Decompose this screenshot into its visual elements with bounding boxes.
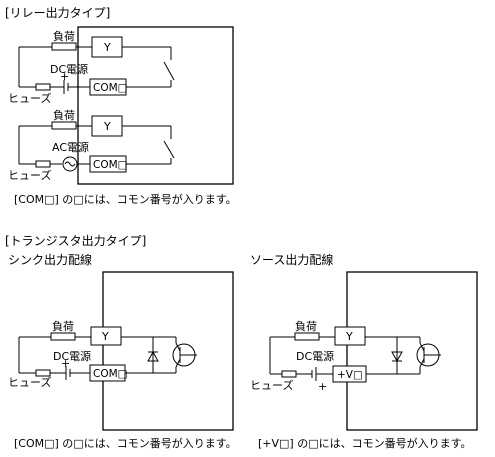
- sink-dc-plus: +: [61, 357, 70, 370]
- relay-terminal-com2-label: COM□: [93, 159, 128, 171]
- sink-fuse-label: ヒューズ: [8, 375, 51, 389]
- relay-terminal-com1-label: COM□: [93, 82, 128, 94]
- relay-terminal-y1-label: Y: [103, 41, 111, 54]
- sink-section: シンク出力配線 Y COM□ 負荷 + DC電源 ヒューズ [COM□] の: [8, 252, 237, 450]
- relay-fuse1-label: ヒューズ: [8, 91, 51, 105]
- relay-dc-source-label: DC電源: [50, 62, 88, 76]
- relay-fuse2-label: ヒューズ: [8, 168, 51, 182]
- relay-plc-body: [77, 26, 234, 185]
- relay-fuse2-symbol: [35, 160, 51, 168]
- relay-dc-plus: +: [60, 70, 69, 83]
- relay-circuit-upper: Y COM□ 負荷 + DC電源 ヒューズ: [8, 30, 175, 105]
- sink-terminal-y: [90, 326, 122, 346]
- relay-contact2: [163, 140, 175, 159]
- transistor-heading: [トランジスタ出力タイプ]: [5, 234, 146, 248]
- source-title: ソース出力配線: [250, 252, 333, 267]
- relay-load1-label: 負荷: [53, 30, 75, 43]
- sink-load-symbol: [50, 332, 76, 341]
- relay-note: [COM□] の□には、コモン番号が入ります。: [14, 192, 237, 206]
- sink-load-label: 負荷: [52, 320, 74, 333]
- source-note: [+V□] の□には、コモン番号が入ります。: [258, 436, 472, 450]
- source-terminal-y-label: Y: [345, 330, 353, 343]
- sink-title: シンク出力配線: [8, 252, 92, 267]
- source-dc-plus: +: [318, 380, 327, 393]
- source-load-symbol: [294, 332, 320, 341]
- relay-contact1: [163, 61, 175, 81]
- relay-terminal-y2-label: Y: [103, 120, 111, 133]
- relay-fuse1-symbol: [35, 83, 51, 91]
- source-fuse-label: ヒューズ: [250, 378, 293, 392]
- relay-section: [リレー出力タイプ] Y COM□ 負荷 + DC電源 ヒューズ: [5, 6, 237, 206]
- sink-diode-icon: [147, 350, 159, 362]
- relay-circuit-lower: Y COM□ 負荷 AC電源 ヒューズ: [8, 109, 175, 182]
- relay-ac-source-label: AC電源: [52, 140, 89, 154]
- source-terminal-y: [334, 326, 366, 346]
- source-dc-source-label: DC電源: [296, 349, 334, 363]
- sink-plc-body: [102, 271, 234, 431]
- sink-dc-source-label: DC電源: [53, 349, 91, 363]
- source-section: ソース出力配線 Y +V□ 負荷 + DC電源 ヒューズ [+V□] の□には、…: [250, 252, 478, 450]
- source-terminal-vplus-label: +V□: [337, 369, 363, 381]
- source-fuse-symbol: [281, 370, 297, 378]
- sink-note: [COM□] の□には、コモン番号が入ります。: [14, 436, 237, 450]
- source-diode-icon: [391, 351, 403, 363]
- source-plc-body: [346, 271, 478, 431]
- relay-heading: [リレー出力タイプ]: [5, 6, 110, 20]
- source-load-label: 負荷: [295, 320, 317, 333]
- relay-load1-symbol: [51, 42, 77, 51]
- relay-load2-symbol: [51, 121, 77, 130]
- sink-terminal-y-label: Y: [101, 330, 109, 343]
- relay-load2-label: 負荷: [53, 109, 75, 122]
- sink-terminal-com-label: COM□: [93, 368, 128, 380]
